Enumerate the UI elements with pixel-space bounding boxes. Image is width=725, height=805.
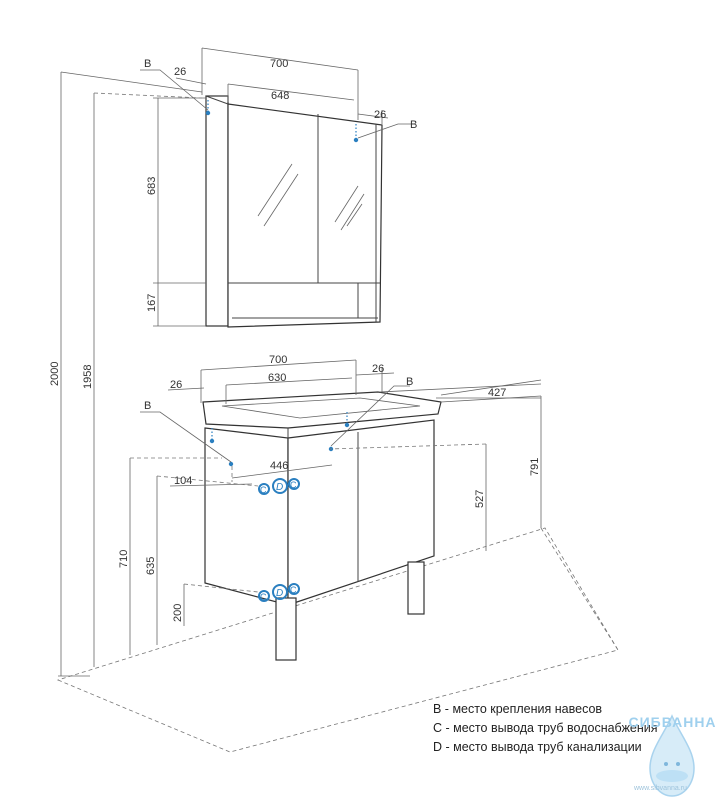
dim-cab-offset-right-26: 26 [374, 109, 386, 121]
dim-pipe-spacing-446: 446 [270, 460, 288, 472]
marker-c-bottom-right: C [290, 585, 297, 595]
dim-height-710: 710 [118, 550, 130, 568]
marker-b-cab-right: B [410, 119, 417, 131]
legend-item-c: С - место вывода труб водоснабжения [433, 721, 658, 735]
dim-vanity-offset-left-26: 26 [170, 379, 182, 391]
vanity-unit [202, 391, 442, 661]
dim-vanity-inner-630: 630 [268, 372, 286, 384]
legend: B - место крепления навесов С - место вы… [433, 700, 658, 757]
marker-c-bottom-left: C [260, 592, 267, 602]
marker-b-vanity-right: B [406, 376, 413, 388]
legend-item-b: B - место крепления навесов [433, 702, 603, 716]
dim-pipe-offset-104: 104 [174, 475, 192, 487]
dim-height-527: 527 [474, 490, 486, 508]
water-outlet-c-left-bottom [258, 590, 270, 602]
dim-cab-inner-648: 648 [271, 90, 289, 102]
marker-c-top-left: C [260, 485, 267, 495]
drain-outlet-d-bottom [272, 584, 288, 600]
dim-vanity-depth-427: 427 [488, 387, 506, 399]
dim-vanity-width-700: 700 [269, 354, 287, 366]
dim-height-635: 635 [145, 557, 157, 575]
dimension-labels: 700 648 26 26 B B 683 167 2000 1958 700 … [49, 58, 541, 622]
logo-url: www.sibvanna.ru [634, 785, 687, 792]
dim-total-1958: 1958 [82, 365, 94, 389]
dim-cab-shelf-167: 167 [146, 294, 158, 312]
pipe-outlet-letters: C D C C D C [260, 480, 297, 602]
dim-cab-height-683: 683 [146, 177, 158, 195]
drain-outlet-d-top [272, 478, 288, 494]
marker-b-cab-left: B [144, 58, 151, 70]
water-drop-icon [649, 714, 695, 797]
sibvanna-logo: СИБВАННА www.sibvanna.ru [620, 712, 725, 800]
dim-vanity-height-791: 791 [529, 458, 541, 476]
water-outlet-c-right-top [288, 478, 300, 490]
dim-total-2000: 2000 [49, 362, 61, 386]
logo-text: СИБВАННА [628, 714, 717, 730]
dim-height-200: 200 [172, 604, 184, 622]
water-outlet-c-right-bottom [288, 583, 300, 595]
vanity-hanging-points [209, 412, 350, 467]
marker-b-vanity-left: B [144, 400, 151, 412]
dim-cab-width-700: 700 [270, 58, 288, 70]
water-outlet-c-left-top [258, 483, 270, 495]
marker-c-top-right: C [290, 480, 297, 490]
marker-d-top: D [276, 482, 283, 493]
dim-cab-offset-left-26: 26 [174, 66, 186, 78]
dim-vanity-offset-right-26: 26 [372, 363, 384, 375]
mirror-cabinet [205, 95, 383, 328]
pipe-outlets [258, 478, 300, 602]
marker-d-bottom: D [276, 588, 283, 599]
dimension-lines [58, 47, 542, 677]
cabinet-hanging-points [205, 100, 359, 143]
legend-item-d: D - место вывода труб канализации [433, 740, 642, 754]
floor-outline [56, 527, 619, 753]
